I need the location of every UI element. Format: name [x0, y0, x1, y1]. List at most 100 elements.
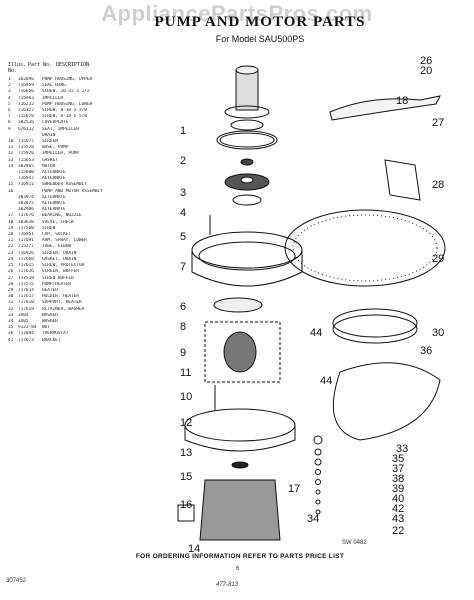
part-number: 676122: [18, 126, 34, 132]
part-number: 302906: [18, 207, 34, 213]
part-number: 715963: [18, 95, 34, 101]
callout-number: 34: [307, 513, 319, 525]
part-description: SCREEN, DRAIN: [42, 250, 77, 256]
callout-number: 16: [180, 499, 192, 511]
illus-number: 32: [8, 306, 14, 312]
table-row: 20 716951 CAP, SOCKET: [8, 232, 178, 238]
handwritten-note: 477-813: [216, 582, 239, 588]
callout-number: 43: [392, 513, 404, 525]
part-number: 715678: [18, 114, 34, 120]
table-row: 303075 ALTERNATE: [8, 201, 178, 207]
table-row: DRAIN: [8, 133, 178, 139]
part-number: 303075: [18, 201, 34, 207]
part-number: 717094: [18, 331, 34, 337]
part-number: 717575: [18, 281, 34, 287]
illus-number: 21: [8, 238, 14, 244]
illus-number: 36: [8, 331, 14, 337]
callout-number: 10: [180, 391, 192, 403]
part-number: 717691: [18, 238, 34, 244]
part-number: 716951: [18, 232, 34, 238]
part-description: NUT: [42, 325, 50, 331]
part-description: ALTERNATE: [42, 201, 66, 207]
callout-number: 9: [180, 347, 186, 359]
callout-number: 40: [392, 493, 404, 505]
diagram-code: SW 0482: [342, 540, 367, 546]
watermark-text: AppliancePartsPros.com: [101, 1, 373, 26]
part-number: 302096: [18, 77, 34, 82]
part-description: SEAT, IMPELLER: [42, 126, 80, 132]
part-number: 715653: [18, 157, 34, 163]
part-description: SHREDDER ASSEMBLY: [42, 182, 87, 188]
part-number: 3405: [18, 318, 29, 324]
part-description: CAP, SOCKET: [42, 232, 72, 238]
illus-number: 9: [8, 126, 11, 132]
callout-number: 15: [180, 471, 192, 483]
callout-number: 4: [180, 207, 186, 219]
callout-number: 1: [180, 125, 186, 137]
part-description: MOTOR: [42, 163, 56, 169]
part-number: 303610: [18, 219, 34, 225]
part-number: 717560: [18, 225, 34, 231]
illus-number: 17: [8, 213, 14, 219]
part-description: GASKET, DRAIN: [42, 256, 77, 262]
illus-number: 10: [8, 139, 14, 145]
part-description: PUMP/HEATER: [42, 281, 72, 287]
callout-number: 17: [288, 483, 300, 495]
callout-number: 29: [432, 253, 444, 265]
callout-number: 35: [392, 453, 404, 465]
illus-number: 13: [8, 157, 14, 163]
part-description: ALTERNATE: [42, 194, 66, 200]
table-row: 30 717617 HOLDER, HEATER: [8, 294, 178, 300]
part-description: BRACKET: [42, 337, 61, 343]
part-number: 715578: [18, 145, 34, 151]
illus-number: 3: [8, 89, 11, 95]
table-row: 32 717619 RETAINER, WASHER: [8, 307, 178, 313]
illus-number: 33: [8, 312, 14, 318]
callout-number: 2: [180, 155, 186, 167]
illus-number: 20: [8, 232, 14, 238]
part-number: 717619: [18, 306, 34, 312]
illus-number: 30: [8, 294, 14, 300]
part-description: DRAIN: [42, 132, 56, 138]
part-description: HOLDER, HEATER: [42, 294, 80, 300]
part-number: 717617: [18, 294, 34, 300]
part-description: TUBE, ELBOW: [42, 244, 72, 250]
part-number: 717614: [18, 287, 34, 293]
illus-number: 11: [8, 145, 14, 151]
part-number: 716232: [18, 101, 34, 107]
part-description: RETAINER, WASHER: [42, 306, 85, 312]
callout-number: 28: [432, 179, 444, 191]
callout-number: 6: [180, 301, 186, 313]
header-description: DESCRIPTION: [56, 62, 90, 68]
part-number: 717673: [18, 337, 34, 343]
callout-number: 30: [432, 327, 444, 339]
part-description: SCREW: [42, 225, 56, 231]
illus-number: 23: [8, 250, 14, 256]
callout-number: 26: [420, 55, 432, 67]
part-description: SCREW, 8-18 x 5/8: [42, 114, 87, 120]
part-number: 3404: [18, 312, 29, 318]
page-code: 307452: [6, 578, 27, 584]
